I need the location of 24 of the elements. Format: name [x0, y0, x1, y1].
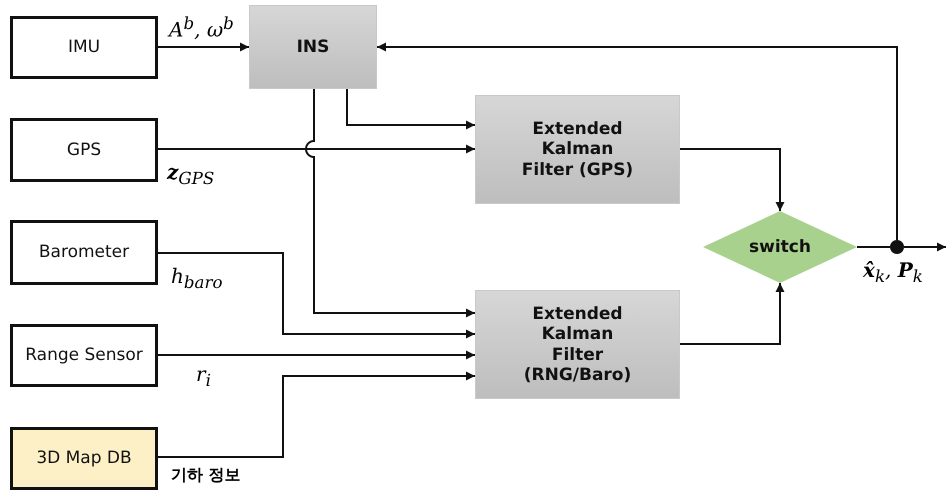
process-box: Extended Kalman Filter (GPS)	[475, 95, 680, 204]
arrow	[680, 148, 784, 211]
process-box: GPS	[10, 118, 158, 182]
arrow	[680, 283, 784, 345]
arrow	[158, 42, 249, 52]
arrow	[158, 372, 475, 458]
arrow	[305, 89, 475, 318]
process-box: INS	[249, 5, 377, 89]
process-box: Barometer	[10, 220, 158, 285]
arrow	[158, 350, 475, 360]
edge-label: 기하 정보	[170, 465, 242, 486]
arrow	[377, 42, 898, 240]
arrow	[158, 252, 475, 338]
edge-label: A$^{b}$, ω$^{b}$	[168, 14, 235, 42]
arrow	[904, 242, 946, 252]
arrow	[346, 89, 475, 130]
database-box: 3D Map DB	[10, 427, 158, 490]
arrow	[158, 144, 475, 154]
process-box: IMU	[10, 16, 158, 79]
connector-line	[857, 246, 890, 248]
process-box: Extended Kalman Filter (RNG/Baro)	[475, 290, 680, 399]
decision-diamond: switch	[703, 211, 857, 283]
process-box: Range Sensor	[10, 324, 158, 387]
junction-dot	[890, 240, 904, 254]
